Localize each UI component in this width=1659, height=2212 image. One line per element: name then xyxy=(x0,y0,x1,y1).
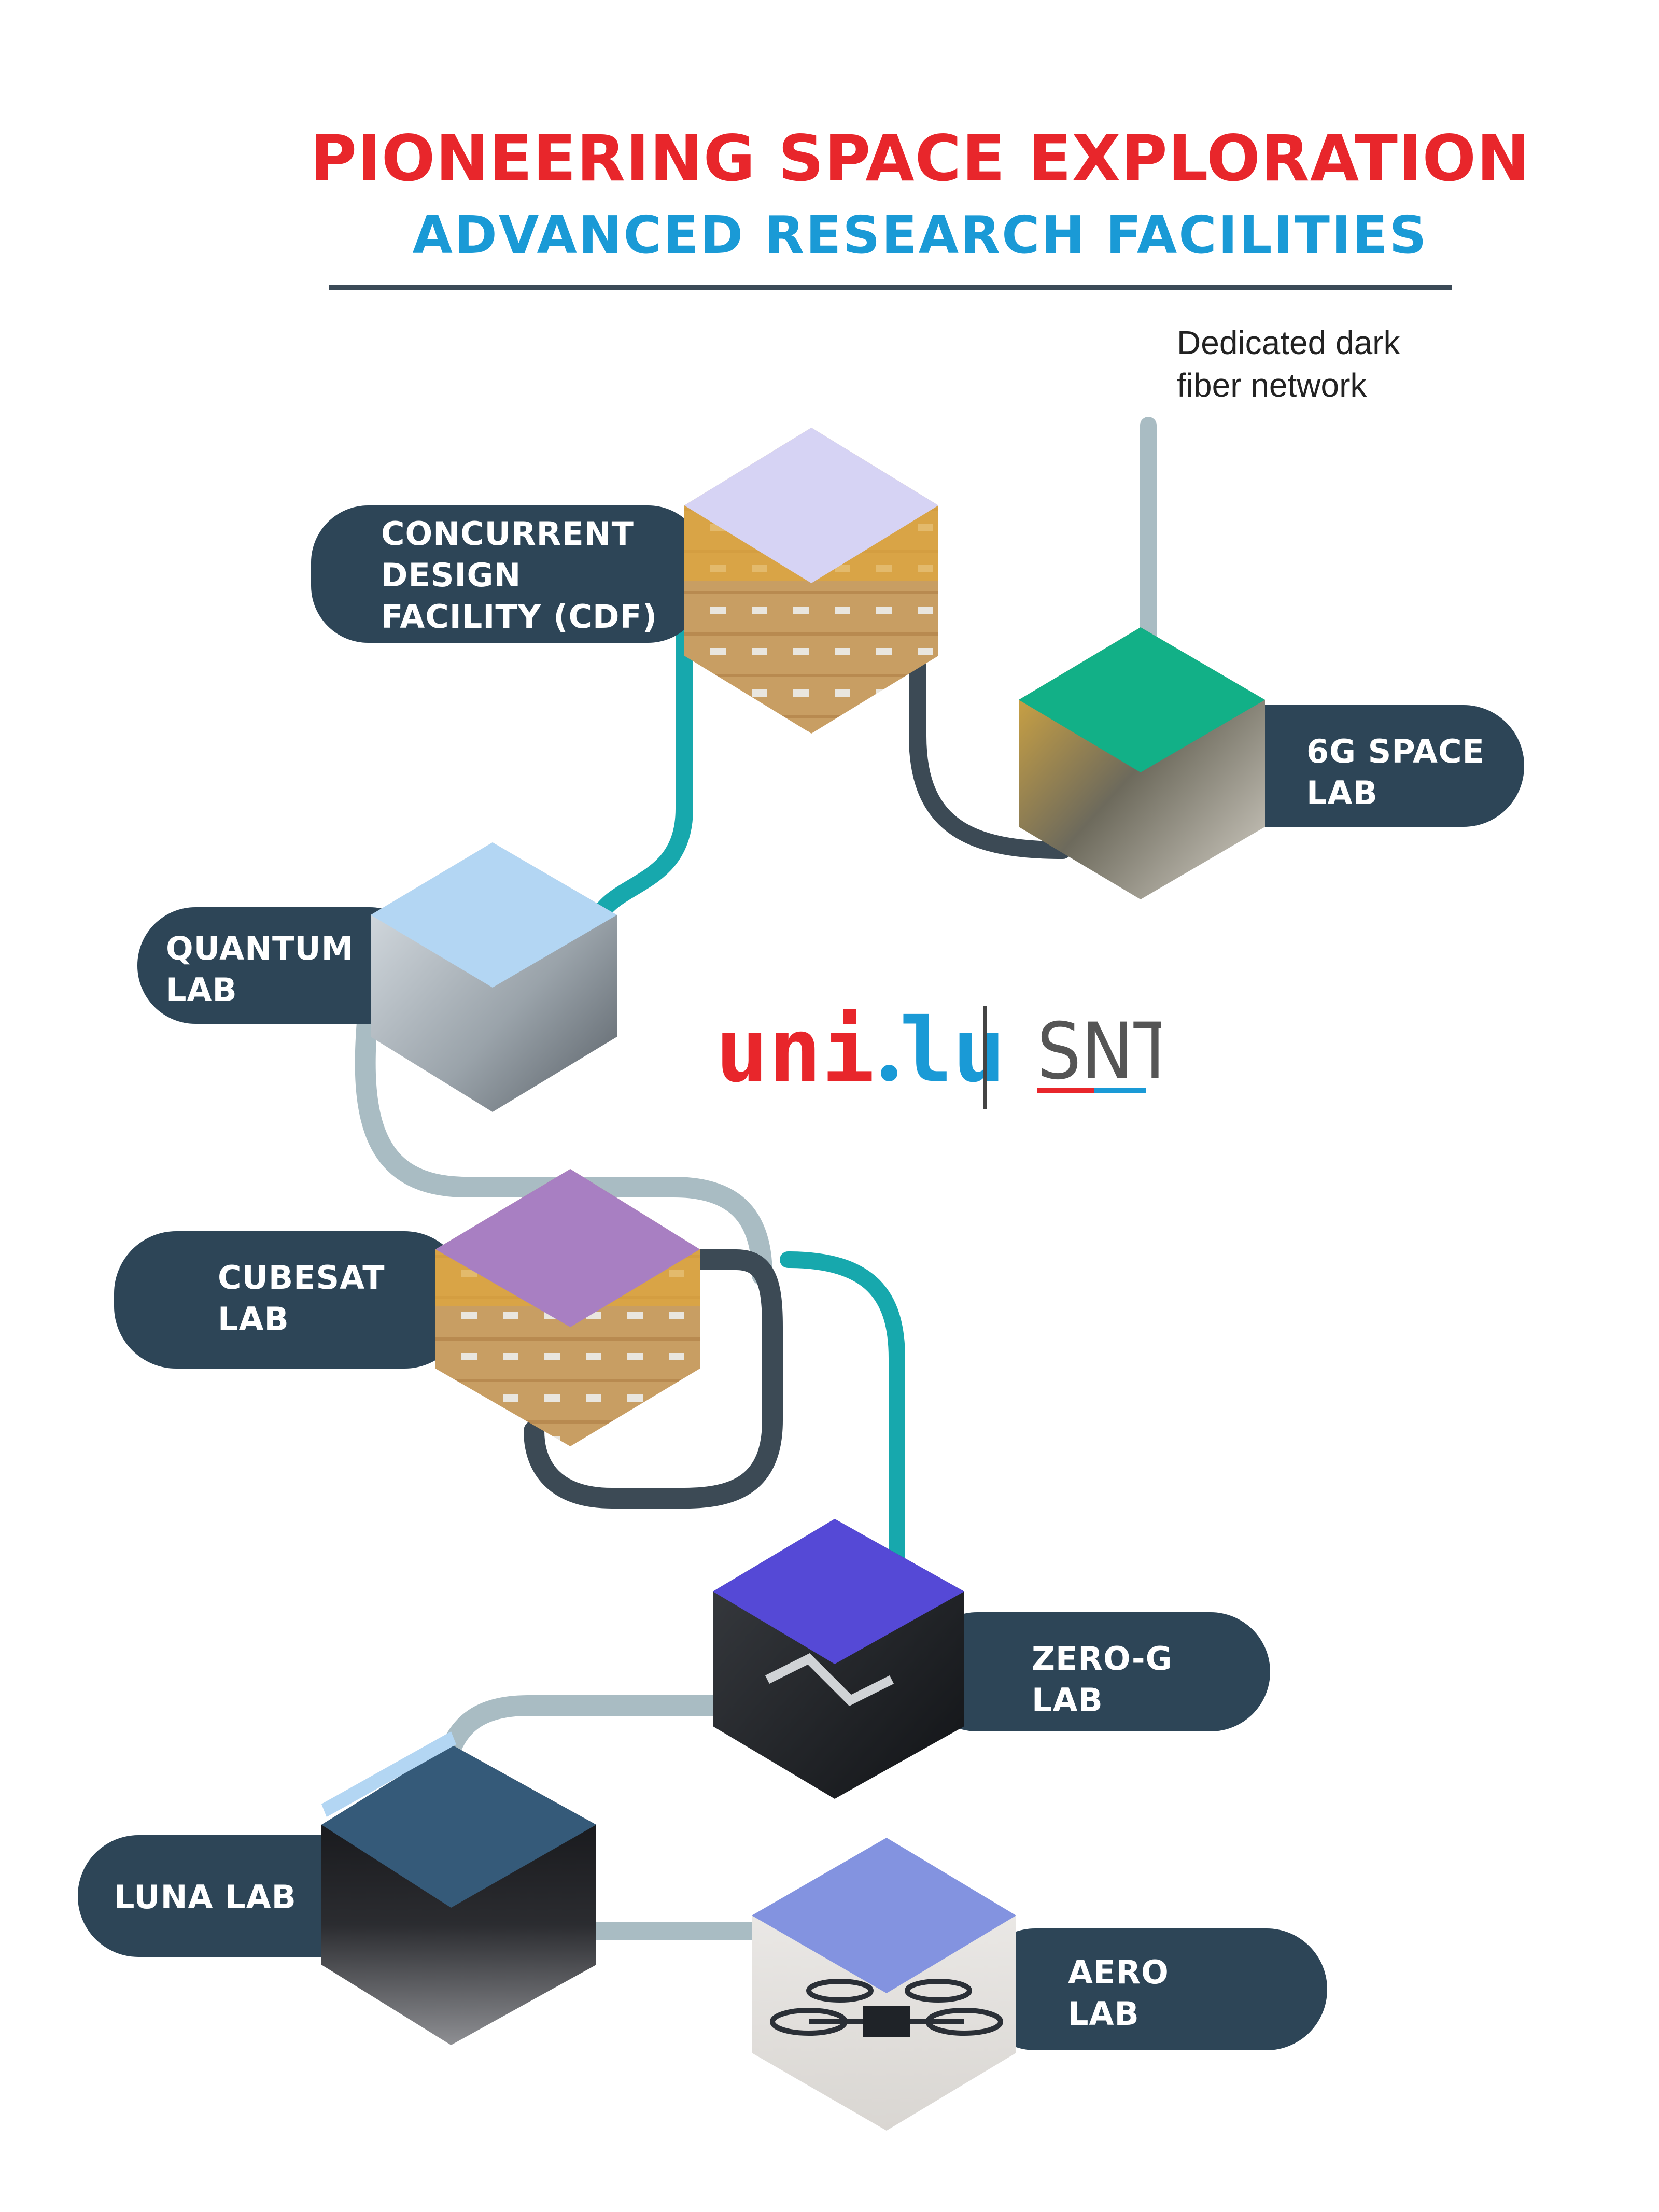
snt-logo: SNT xyxy=(1037,1007,1177,1097)
pill-aero xyxy=(975,1928,1327,2050)
path-zerog-luna xyxy=(435,1695,731,1773)
hex-cdf xyxy=(684,428,938,734)
page-title: PIONEERING SPACE EXPLORATION xyxy=(310,122,1530,195)
logo-mark: uni lu SNT xyxy=(715,999,1177,1109)
hex-aero xyxy=(752,1838,1016,2131)
hex-cubesat xyxy=(435,1169,700,1446)
hex-luna xyxy=(321,1731,596,2045)
fiber-note-line-2: fiber network xyxy=(1177,367,1367,404)
lab-label-6g: 6G SPACE LAB xyxy=(1306,732,1485,812)
svg-text:lu: lu xyxy=(899,999,1006,1102)
connector-paths xyxy=(355,417,1157,1940)
lab-label-aero: AERO LAB xyxy=(1068,1953,1169,2033)
path-cdf-quantum xyxy=(593,629,693,921)
uni-lu-logo: uni lu xyxy=(715,999,1006,1102)
path-cdf-6g xyxy=(909,650,1072,859)
lab-label-cubesat: CUBESAT LAB xyxy=(218,1259,385,1338)
page-subtitle: ADVANCED RESEARCH FACILITIES xyxy=(412,205,1428,265)
pill-cubesat xyxy=(114,1231,467,1369)
lab-label-cdf: CONCURRENT DESIGN FACILITY (CDF) xyxy=(381,515,658,636)
lab-label-luna: LUNA LAB xyxy=(114,1878,297,1916)
path-quantum-cubesat xyxy=(355,1001,772,1286)
fiber-note-line-1: Dedicated dark xyxy=(1177,324,1400,361)
lab-label-quantum: QUANTUM LAB xyxy=(166,929,354,1009)
path-cubesat-loop xyxy=(524,1249,783,1509)
pill-cdf xyxy=(311,505,705,643)
fiber-network-note: Dedicated dark fiber network xyxy=(1177,321,1400,406)
hex-zerog xyxy=(713,1519,964,1799)
uni-lu-text: uni xyxy=(715,999,875,1102)
pill-quantum xyxy=(137,907,428,1024)
hex-quantum xyxy=(371,842,617,1112)
hex-6g xyxy=(1019,627,1265,899)
lab-label-zerog: ZERO-G LAB xyxy=(1032,1640,1173,1719)
snt-text: SNT xyxy=(1037,1007,1161,1097)
logo-group: uni lu SNT xyxy=(715,995,1177,1120)
pill-zerog xyxy=(918,1612,1270,1731)
title-divider xyxy=(329,285,1452,290)
path-cubesat-zerog xyxy=(780,1251,905,1563)
